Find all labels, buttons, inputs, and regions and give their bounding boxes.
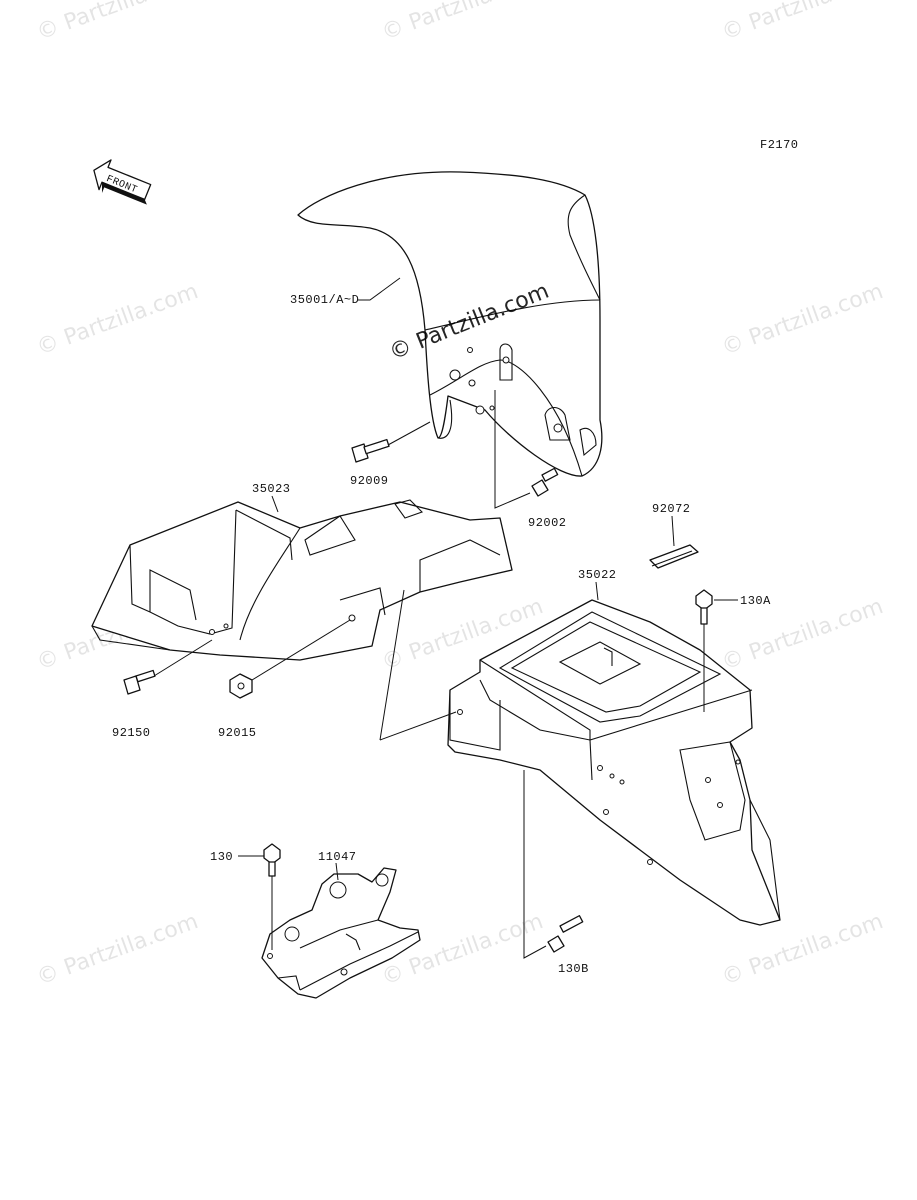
watermark: © Partzilla.com (719, 279, 887, 361)
front-arrow-icon: FRONT (93, 159, 152, 205)
watermark: © Partzilla.com (379, 0, 547, 46)
watermark: © Partzilla.com (34, 909, 202, 991)
leader-92002 (494, 390, 531, 509)
label-130a: 130A (740, 594, 771, 608)
bolt-92002 (531, 467, 559, 497)
label-92009: 92009 (350, 474, 389, 488)
label-front-fender: 35001/A~D (290, 293, 359, 307)
bolt-92009 (351, 438, 390, 463)
bolt-130b (547, 915, 584, 953)
bolt-130 (263, 843, 281, 877)
leader-35023 (271, 495, 279, 513)
label-92002: 92002 (528, 516, 567, 530)
leader-rear-fender-join (379, 589, 405, 741)
watermark: © Partzilla.com (34, 0, 202, 46)
label-11047: 11047 (318, 850, 357, 864)
rear-fender-rear (447, 599, 781, 926)
front-fender (297, 171, 603, 477)
leader-92009 (387, 421, 431, 446)
label-92150: 92150 (112, 726, 151, 740)
label-92072: 92072 (652, 502, 691, 516)
watermark: © Partzilla.com (34, 279, 202, 361)
leader-92072 (671, 515, 675, 547)
leader-92150 (153, 639, 213, 677)
bracket-11047 (261, 867, 421, 999)
label-35023: 35023 (252, 482, 291, 496)
label-35022: 35022 (578, 568, 617, 582)
label-130: 130 (210, 850, 233, 864)
leader-11047 (335, 862, 339, 881)
watermark-layer: © Partzilla.com © Partzilla.com © Partzi… (34, 0, 887, 991)
leader-front-fender (358, 277, 401, 301)
watermark: © Partzilla.com (719, 0, 887, 46)
rear-fender-front (91, 499, 513, 661)
nut-92015 (229, 673, 253, 699)
leader-92015 (251, 619, 351, 681)
label-130b: 130B (558, 962, 589, 976)
label-92015: 92015 (218, 726, 257, 740)
diagram-id: F2170 (760, 138, 799, 152)
leader-rear-fender-join-low (379, 711, 457, 741)
band-92072 (649, 544, 699, 569)
bolt-92150 (123, 669, 156, 695)
leader-130b (523, 770, 547, 959)
bolt-130a (695, 589, 713, 625)
leader-35022 (595, 581, 599, 601)
